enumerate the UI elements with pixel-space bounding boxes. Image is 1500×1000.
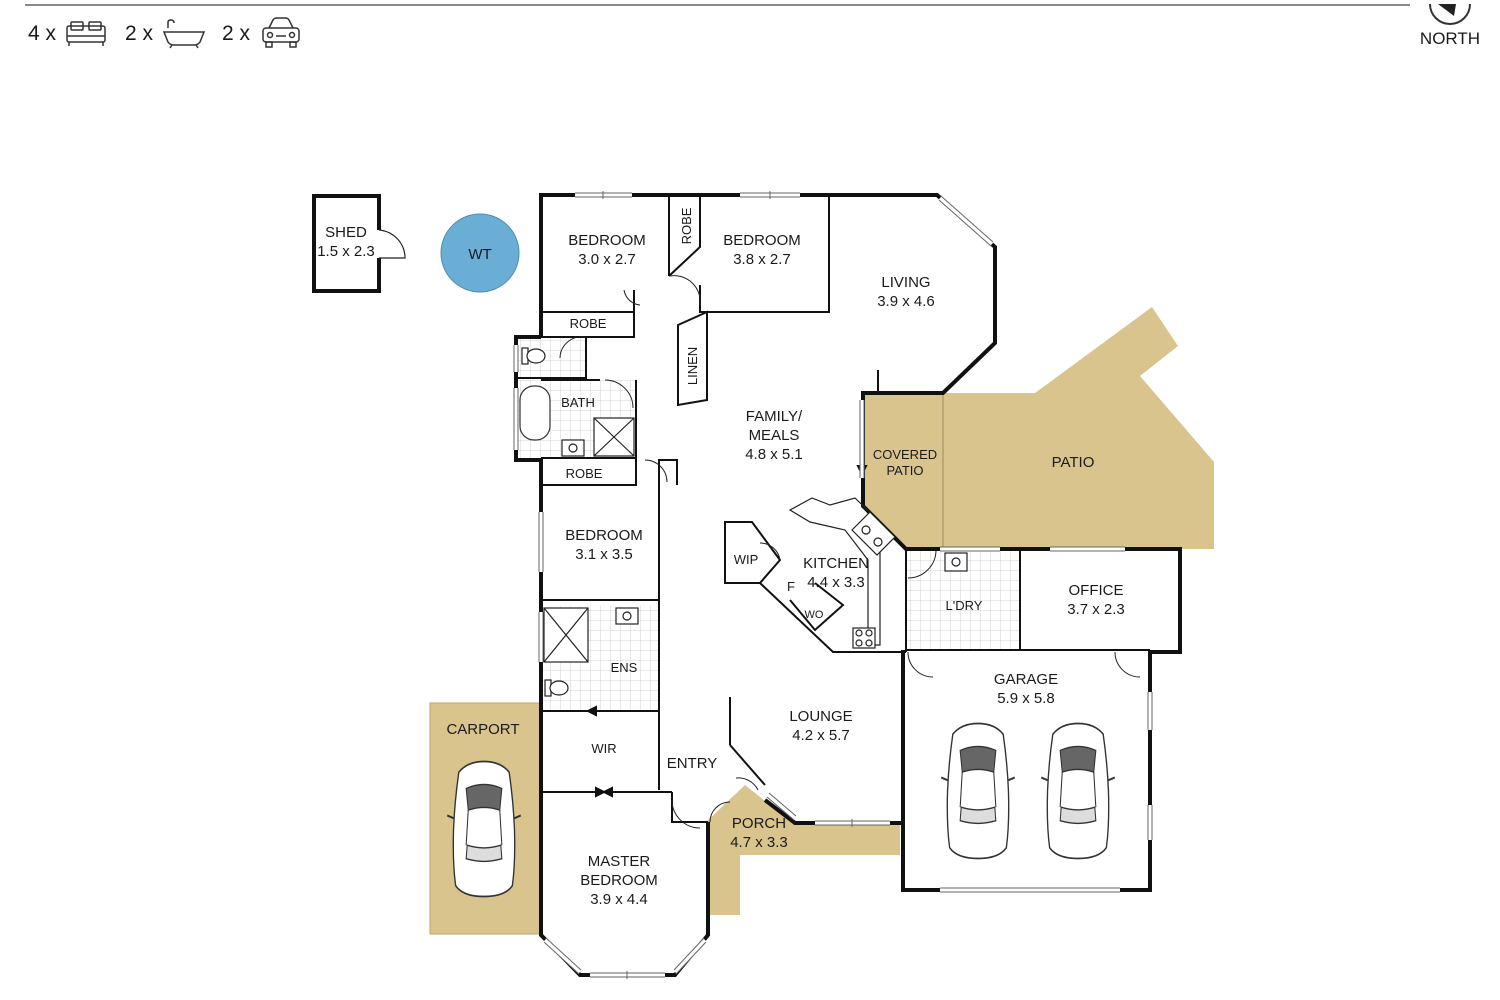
kitchen-name: KITCHEN: [803, 555, 869, 572]
garage-size: 5.9 x 5.8: [997, 690, 1055, 707]
patio-name: PATIO: [1052, 454, 1095, 471]
lounge-size: 4.2 x 5.7: [792, 727, 850, 744]
wip-label: WIP: [734, 552, 759, 567]
entry-label: ENTRY: [667, 755, 718, 772]
porch-area: [706, 785, 900, 915]
covered-patio-area: [863, 393, 943, 549]
laundry-label: L'DRY: [946, 598, 983, 613]
lounge-name: LOUNGE: [789, 708, 852, 725]
beds-count: 4 x: [28, 22, 57, 45]
master-name-2: BEDROOM: [580, 872, 658, 889]
window-frames: [513, 191, 1153, 979]
shower-bath: [593, 417, 635, 457]
compass-icon: [1429, 3, 1471, 25]
office-size: 3.7 x 2.3: [1067, 601, 1125, 618]
shed-name: SHED: [325, 224, 367, 241]
bedroom-2-name: BEDROOM: [723, 232, 801, 249]
family-name-2: MEALS: [749, 427, 800, 444]
family-name-1: FAMILY/: [746, 408, 803, 425]
windows: [514, 193, 1152, 977]
patio-area: [943, 307, 1214, 549]
linen-label: LINEN: [685, 347, 700, 385]
bedroom-3-size: 3.1 x 3.5: [575, 546, 633, 563]
laundry-tub: [944, 552, 968, 572]
bathtub-fixture: [519, 385, 551, 441]
vanity-bath: [561, 439, 585, 457]
robe-3-label: ROBE: [566, 466, 603, 481]
garage-car-left: [940, 722, 1016, 860]
shed: [312, 194, 406, 293]
water-tank-label: WT: [468, 246, 491, 263]
kitchen-sink: [851, 511, 896, 556]
cars-count: 2 x: [222, 22, 251, 45]
door-swings: [559, 275, 1141, 829]
vanity-ensuite: [615, 607, 639, 625]
porch-size: 4.7 x 3.3: [730, 834, 788, 851]
bedroom-1-size: 3.0 x 2.7: [578, 251, 636, 268]
bedroom-1-name: BEDROOM: [568, 232, 646, 249]
living-name: LIVING: [881, 274, 930, 291]
toilet-ensuite: [544, 679, 569, 697]
porch-name: PORCH: [732, 815, 786, 832]
covered-patio-name-2: PATIO: [886, 463, 923, 478]
shower-ensuite: [543, 607, 589, 663]
living-size: 3.9 x 4.6: [877, 293, 935, 310]
garage-name: GARAGE: [994, 671, 1058, 688]
bedroom-2-size: 3.8 x 2.7: [733, 251, 791, 268]
toilet-wc: [521, 347, 546, 365]
kitchen-island: [788, 497, 881, 646]
shed-size: 1.5 x 2.3: [317, 243, 375, 260]
bed-icon: [66, 21, 106, 46]
robe-2-label: ROBE: [679, 207, 694, 244]
office-name: OFFICE: [1069, 582, 1124, 599]
carport-car: [446, 760, 522, 898]
carport-name: CARPORT: [446, 721, 519, 738]
bedroom-3-name: BEDROOM: [565, 527, 643, 544]
car-icon: [262, 17, 300, 48]
master-name-1: MASTER: [588, 853, 651, 870]
fridge-label: F: [787, 579, 795, 594]
cooktop: [852, 627, 876, 649]
covered-patio-name-1: COVERED: [873, 447, 937, 462]
bath-label: BATH: [561, 395, 595, 410]
wall-oven-label: WO: [805, 609, 824, 621]
bathtub-icon: [162, 19, 206, 49]
wir-label: WIR: [591, 741, 616, 756]
compass-label: NORTH: [1420, 29, 1480, 48]
ensuite-label: ENS: [611, 660, 638, 675]
family-size: 4.8 x 5.1: [745, 446, 803, 463]
baths-count: 2 x: [125, 22, 154, 45]
robe-1-label: ROBE: [570, 316, 607, 331]
kitchen-size: 4.4 x 3.3: [807, 574, 865, 591]
garage-car-right: [1040, 722, 1116, 860]
master-size: 3.9 x 4.4: [590, 891, 648, 908]
water-tank: [440, 213, 520, 293]
